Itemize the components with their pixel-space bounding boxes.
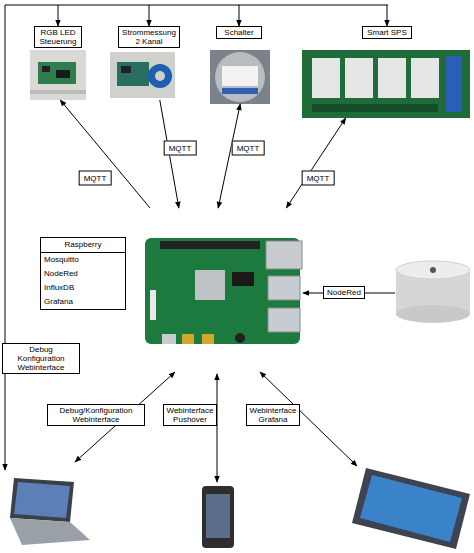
chip bbox=[56, 70, 70, 78]
drop-arrow bbox=[387, 5, 388, 26]
laptop bbox=[10, 478, 74, 522]
usb-port bbox=[268, 276, 300, 300]
list-heading: Raspberry bbox=[41, 238, 125, 253]
relay bbox=[411, 58, 439, 98]
display-connector bbox=[150, 290, 156, 320]
terminal-block bbox=[446, 56, 462, 112]
line-label: Debug Konfiguration Webinterface bbox=[2, 343, 80, 374]
smart-speaker bbox=[396, 305, 470, 323]
edge-label: MQTT bbox=[302, 171, 335, 186]
trace bbox=[312, 104, 438, 112]
ram-chip bbox=[232, 272, 254, 286]
smartphone-screen bbox=[206, 494, 230, 538]
usb-c-port bbox=[162, 334, 176, 344]
list-item: NodeRed bbox=[41, 267, 125, 281]
cpu-shield bbox=[195, 270, 225, 300]
speaker-button bbox=[430, 267, 436, 273]
line-label: NodeRed bbox=[323, 286, 365, 299]
cable bbox=[30, 90, 86, 94]
line-label: Debug/Konfiguration Webinterface bbox=[47, 404, 145, 426]
terminal-block bbox=[222, 88, 258, 94]
mqtt-connector bbox=[286, 118, 345, 208]
web-arrow bbox=[217, 374, 218, 482]
tablet-screen bbox=[360, 475, 462, 542]
ethernet-port bbox=[266, 241, 302, 269]
list-item: Mosquitto bbox=[41, 253, 125, 267]
device-label: RGB LED Steuerung bbox=[34, 26, 82, 48]
relay bbox=[312, 58, 340, 98]
pcb bbox=[117, 62, 149, 86]
chip bbox=[121, 66, 131, 73]
tablet bbox=[352, 468, 470, 549]
device-node: RGB LED Steuerung bbox=[30, 26, 86, 100]
power-module bbox=[222, 66, 258, 86]
hdmi-port bbox=[202, 334, 214, 344]
photo-background bbox=[210, 50, 270, 104]
device-label: Smart SPS bbox=[362, 26, 412, 39]
mqtt-connector bbox=[60, 100, 150, 208]
photo-background bbox=[110, 52, 175, 98]
laptop-screen bbox=[14, 482, 70, 518]
line-label: Webinterface Pushover bbox=[163, 404, 217, 426]
device-node: Smart SPS bbox=[302, 26, 470, 118]
software-list: RaspberryMosquittoNodeRedInfluxDBGrafana bbox=[40, 237, 126, 310]
drop-arrow bbox=[149, 5, 150, 26]
drop-arrow bbox=[58, 5, 59, 26]
mqtt-connector bbox=[218, 104, 240, 208]
current-clamp bbox=[148, 64, 172, 88]
gpio-header bbox=[160, 241, 260, 249]
laptop bbox=[10, 518, 90, 545]
current-clamp bbox=[155, 71, 165, 81]
edge-label: MQTT bbox=[79, 171, 112, 186]
edge-label: MQTT bbox=[232, 141, 265, 156]
debug-line bbox=[5, 5, 6, 470]
edge-label: MQTT bbox=[164, 141, 197, 156]
photo-background bbox=[30, 50, 86, 100]
hdmi-port bbox=[182, 334, 194, 344]
relay bbox=[378, 58, 406, 98]
relay bbox=[345, 58, 373, 98]
pcb bbox=[302, 50, 470, 118]
audio-jack bbox=[235, 333, 245, 343]
line-label: Webinterface Grafana bbox=[246, 404, 300, 426]
device-label: Strommessung 2 Kanal bbox=[118, 26, 180, 48]
device-label: Schalter bbox=[216, 26, 262, 39]
smartphone bbox=[202, 486, 234, 548]
smart-speaker bbox=[396, 261, 470, 279]
device-node: Schalter bbox=[208, 26, 270, 104]
drop-arrow bbox=[239, 5, 240, 26]
device-node: Strommessung 2 Kanal bbox=[108, 26, 178, 100]
list-item: Grafana bbox=[41, 295, 125, 309]
chip bbox=[42, 66, 50, 72]
usb-port bbox=[268, 308, 300, 332]
switch-housing bbox=[215, 52, 265, 102]
bus-line bbox=[5, 5, 388, 6]
pcb bbox=[38, 62, 76, 84]
list-item: InfluxDB bbox=[41, 281, 125, 295]
